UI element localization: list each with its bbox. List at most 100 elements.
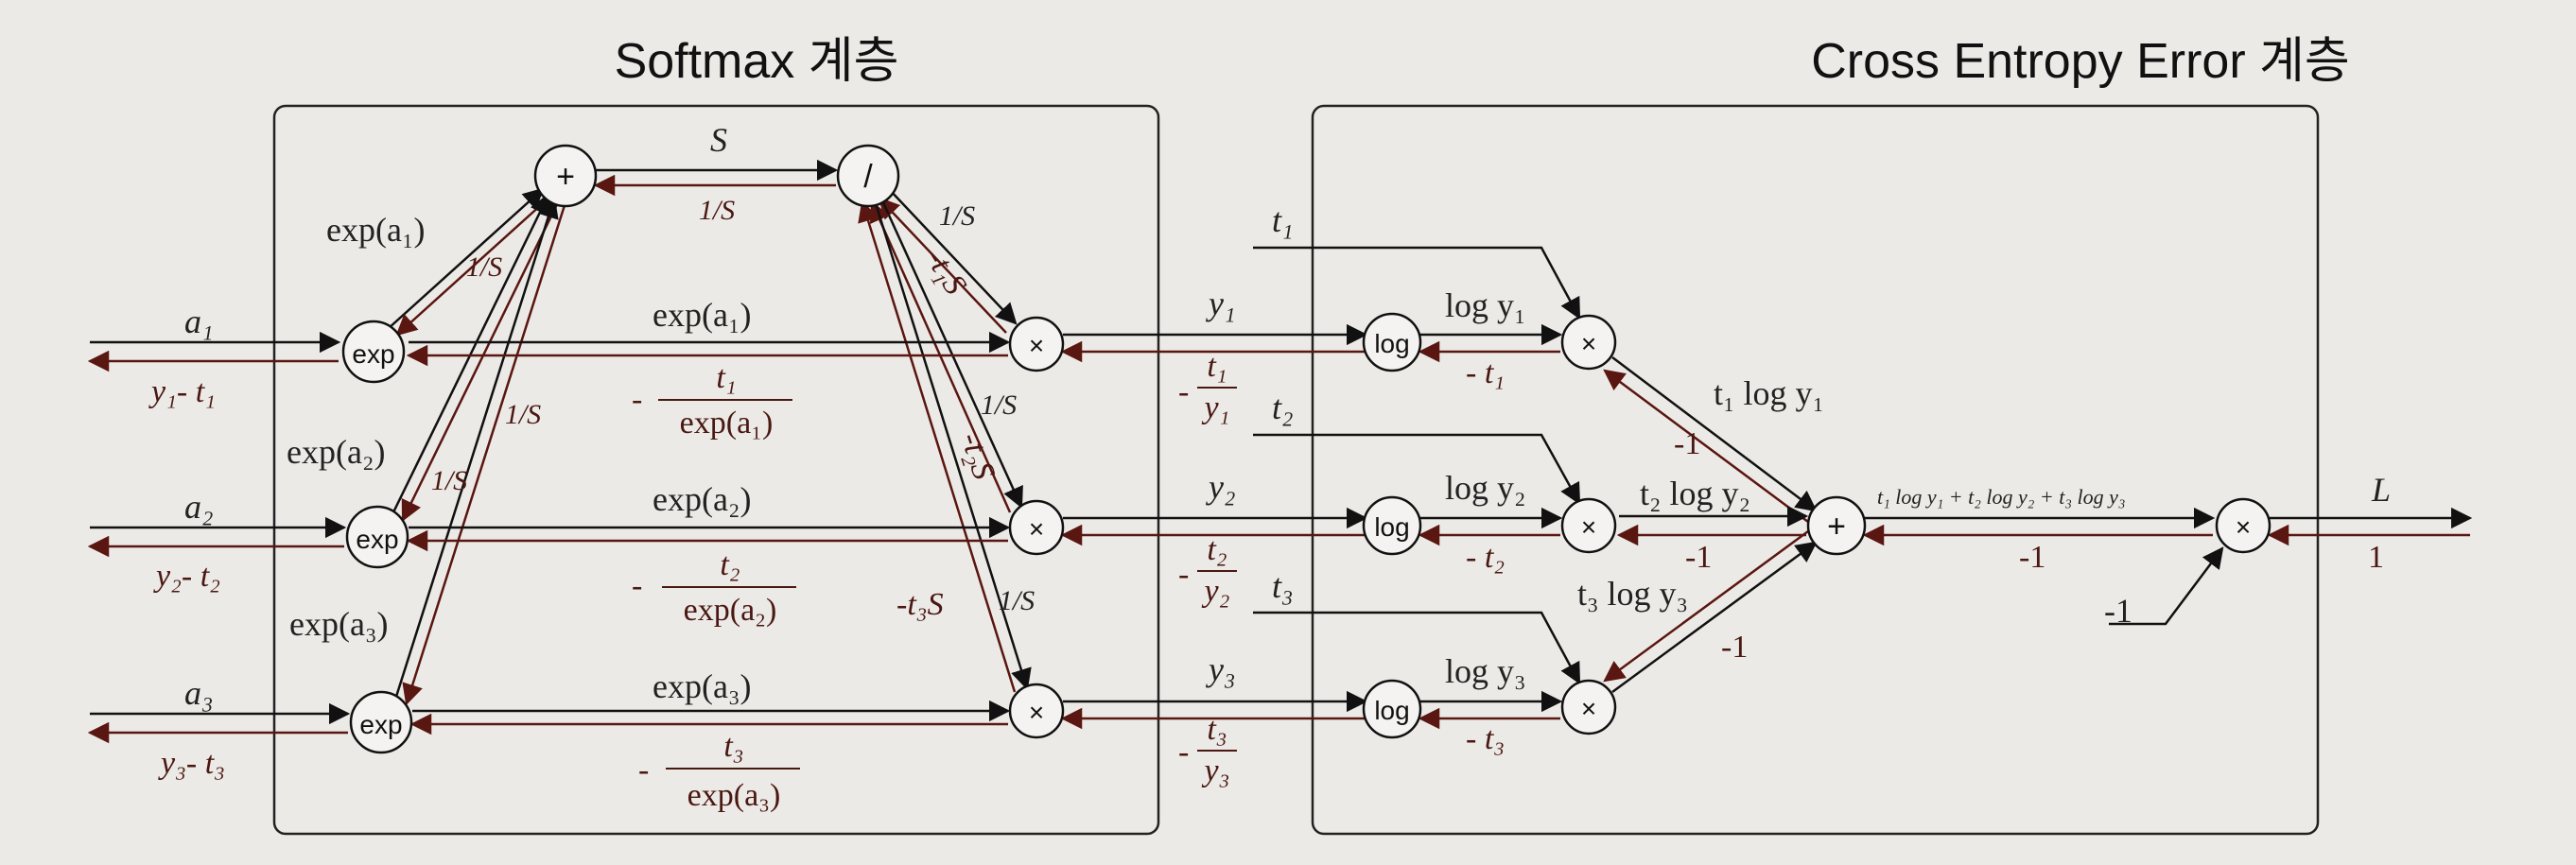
ce-multiply-1-label: × [1581,329,1596,358]
input-grad-2: y₂- t₂ [153,559,220,594]
neg-t1-label: - t₁ [1466,355,1505,390]
log-y3-label: log y₃ [1445,652,1526,690]
ce-multiply-3-label: × [1581,694,1596,723]
sum-label: t₁ log y₁ + t₂ log y₂ + t₃ log y₃ [1877,485,2126,509]
softmax-nodes [341,144,1065,754]
exp-node-2-label: exp [356,525,398,554]
log-y1-label: log y₁ [1445,286,1526,324]
inv-S-label-div-2: 1/S [981,389,1017,421]
y-grad-3-num: t₃ [1207,712,1227,747]
ce-multiply-node-3 [1560,679,1617,735]
neg-t3-label: - t₃ [1466,721,1505,756]
plus-node [533,144,598,208]
neg-t3-S-label: -t₃S [896,587,944,622]
input-a2: a₂ [184,488,214,526]
exp-a1-up-label: exp(a₁) [326,211,425,249]
y-grad-1-num: t₁ [1207,349,1227,384]
frac3-den: exp(a₃) [688,778,781,813]
log-node-2-label: log [1374,512,1409,542]
cross-entropy-nodes [1362,312,2271,739]
exp-a2-up-label: exp(a₂) [287,433,385,471]
log-node-1-label: log [1374,329,1409,358]
y-grad-neg-2: - [1178,557,1189,592]
exp-a3-label: exp(a₃) [653,667,751,705]
softmax-multiply-2-label: × [1029,514,1044,544]
frac2-den: exp(a₂) [684,593,777,628]
final-multiply-label: × [2236,512,2251,542]
S-label: S [710,121,727,159]
log-node-1 [1362,312,1422,372]
divide-node [836,144,900,208]
frac1-den: exp(a₁) [680,406,774,441]
exp-a3-up-label: exp(a₃) [289,605,388,643]
softmax-multiply-node-3 [1008,683,1065,739]
final-multiply-node [2215,497,2271,554]
plus-node-label: + [556,159,575,195]
y-grad-neg-1: - [1178,374,1189,409]
neg-sign-2: - [632,568,642,603]
t1-log-y1-label: t₁ log y₁ [1714,374,1824,412]
t3-label: t₃ [1272,567,1294,605]
input-grad-3: y₃- t₃ [158,746,225,781]
cross-entropy-edges [1253,246,2473,730]
softmax-layer-title: Softmax 계층 [615,34,899,89]
inv-S-label-plus-1: 1/S [466,251,502,283]
softmax-layer-box [272,104,1160,836]
exp-node-3 [349,690,413,754]
y3-label: y₃ [1206,650,1236,688]
sum-grad-label: -1 [2019,540,2045,575]
y2-label: y₂ [1206,468,1236,506]
cross-entropy-labels: y₁ y₂ y₃ t₁ t₂ t₃ - t₁ y₁ - t₂ y₂ - t₃ y… [1178,201,2391,788]
cross-entropy-layer-box [1311,104,2320,836]
neg-sign-3: - [638,753,649,787]
softmax-multiply-1-label: × [1029,331,1044,360]
input-grad-1: y₁- t₁ [148,374,216,409]
cross-entropy-layer-title: Cross Entropy Error 계층 [1811,34,2350,89]
frac1-num: t₁ [716,360,736,395]
t3-log-y3-label: t₃ log y₃ [1577,575,1688,613]
frac2-num: t₂ [720,547,740,582]
softmax-multiply-3-label: × [1029,698,1044,727]
exp-a1-label: exp(a₁) [653,296,751,334]
y-grad-3-den: y₃ [1202,753,1230,788]
ce-multiply-node-2 [1560,497,1617,554]
t2-label: t₂ [1272,389,1294,426]
y1-label: y₁ [1206,285,1236,322]
log-node-2 [1362,495,1422,556]
inv-S-label-div-1: 1/S [939,200,975,232]
y-grad-neg-3: - [1178,735,1189,770]
neg-t2-label: - t₂ [1466,540,1505,575]
neg-one-3: -1 [1721,630,1748,665]
inv-S-label-plus-3: 1/S [431,465,467,496]
softmax-labels: a₁ a₂ a₃ y₁- t₁ y₂- t₂ y₃- t₃ exp(a₁) ex… [148,121,1035,813]
const-neg-one: -1 [2104,592,2132,630]
L-label: L [2371,471,2391,509]
input-a1: a₁ [184,303,214,340]
one-label: 1 [2368,540,2384,575]
ce-multiply-2-label: × [1581,512,1596,542]
y-grad-2-den: y₂ [1202,574,1230,609]
log-node-3 [1362,679,1422,739]
softmax-multiply-node-2 [1008,499,1065,556]
neg-one-1: -1 [1674,426,1700,461]
t2-log-y2-label: t₂ log y₂ [1640,475,1750,512]
inv-S-label-plus-2: 1/S [505,399,541,430]
neg-t1-S-label: -t₁S [918,243,973,302]
frac3-num: t₃ [723,729,743,764]
node-labels: + / exp exp exp × × × log log log × × × … [352,159,2251,739]
softmax-multiply-node-1 [1008,316,1065,372]
divide-node-label: / [863,159,873,195]
exp-node-3-label: exp [359,710,402,739]
neg-sign-1: - [632,382,642,417]
exp-node-1-label: exp [352,339,394,369]
exp-node-1 [341,320,406,384]
ce-multiply-node-1 [1560,314,1617,371]
ce-plus-label: + [1827,509,1846,545]
inv-S-label-top: 1/S [699,195,735,226]
log-node-3-label: log [1374,696,1409,725]
exp-node-2 [345,505,409,569]
neg-one-2: -1 [1685,540,1712,575]
softmax-edges [87,159,1368,744]
exp-a2-label: exp(a₂) [653,480,751,518]
